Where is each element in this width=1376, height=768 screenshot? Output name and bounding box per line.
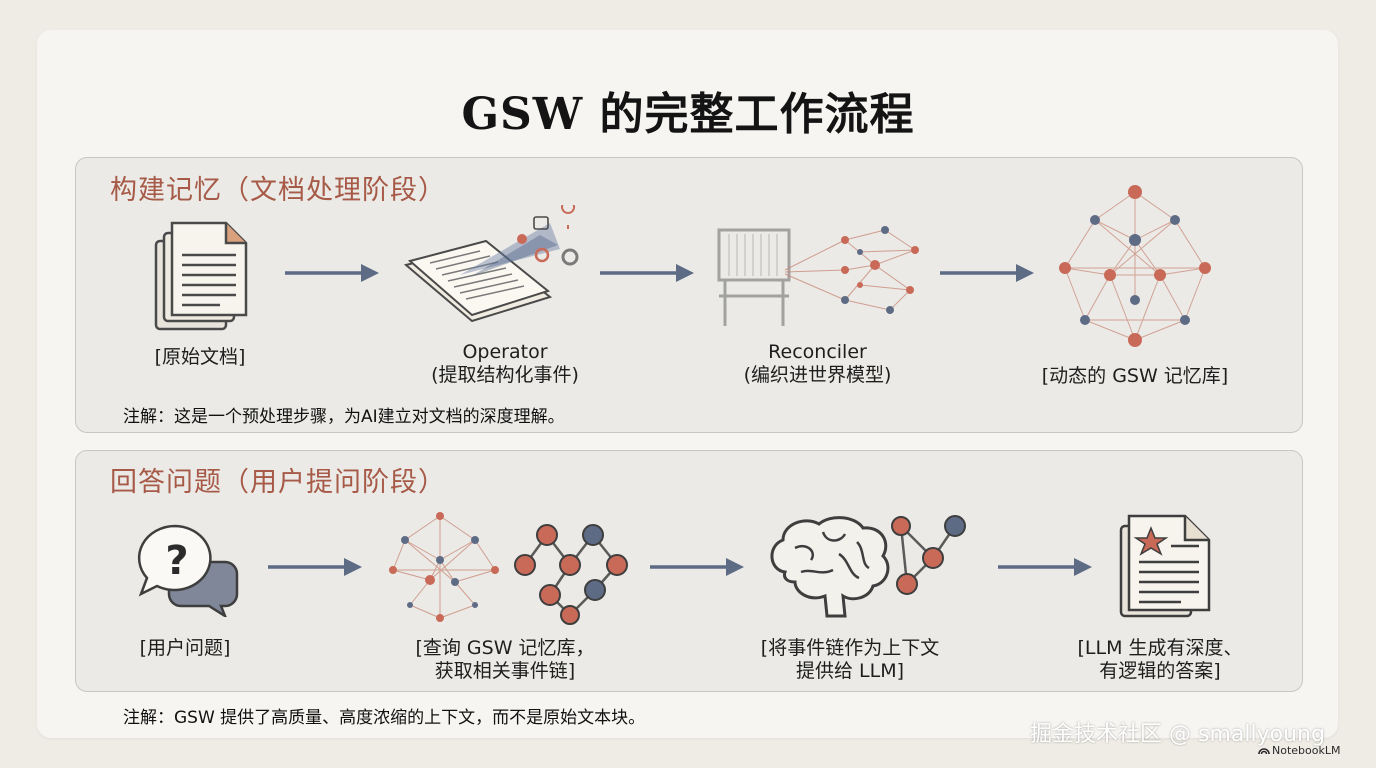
reconciler-desc: (编织进世界模型) xyxy=(743,364,892,386)
step-operator-label: Operator (提取结构化事件) xyxy=(405,341,605,387)
answer-question-title: 回答问题（用户提问阶段） xyxy=(110,467,446,498)
flow-arrow xyxy=(600,264,694,282)
flow-arrow xyxy=(940,264,1034,282)
answer-document-icon xyxy=(1119,514,1211,618)
build-memory-note: 注解：这是一个预处理步骤，为AI建立对文档的深度理解。 xyxy=(123,407,565,427)
step-gsw-memory-label: [动态的 GSW 记忆库] xyxy=(1041,365,1229,387)
question-bubble-icon: ? xyxy=(137,524,239,617)
loom-network-icon xyxy=(717,226,919,326)
notebooklm-logo-icon xyxy=(1258,748,1270,755)
step-context-llm-label: [将事件链作为上下文 提供给 LLM] xyxy=(745,637,955,683)
context-llm-line2: 提供给 LLM] xyxy=(795,660,905,682)
page-title: GSW 的完整工作流程 xyxy=(461,89,915,140)
step-user-question-label: [用户问题] xyxy=(139,637,231,659)
context-llm-line1: [将事件链作为上下文 xyxy=(760,637,940,659)
watermark-text: 掘金技术社区 @ smallyoung xyxy=(1030,722,1325,747)
llm-answer-line1: [LLM 生成有深度、 xyxy=(1077,637,1243,659)
step-raw-document-label: [原始文档] xyxy=(154,346,246,368)
flow-arrow xyxy=(650,558,744,576)
step-query-memory-label: [查询 GSW 记忆库， 获取相关事件链] xyxy=(395,637,615,683)
answer-question-panel xyxy=(75,450,1303,692)
document-stack-icon xyxy=(154,221,248,331)
svg-text:?: ? xyxy=(165,538,188,584)
step-llm-answer-label: [LLM 生成有深度、 有逻辑的答案] xyxy=(1060,637,1260,683)
query-memory-line2: 获取相关事件链] xyxy=(434,660,576,682)
flow-arrow xyxy=(268,558,362,576)
brain-chain-icon xyxy=(770,515,966,618)
network-query-icon xyxy=(389,512,628,625)
answer-question-note: 注解：GSW 提供了高质量、高度浓缩的上下文，而不是原始文本块。 xyxy=(123,708,646,728)
step-reconciler-label: Reconciler (编织进世界模型) xyxy=(715,341,920,387)
build-memory-title: 构建记忆（文档处理阶段） xyxy=(110,175,446,206)
operator-name: Operator xyxy=(462,341,548,363)
operator-desc: (提取结构化事件) xyxy=(431,364,579,386)
flow-arrow xyxy=(285,264,379,282)
knowledge-network-icon xyxy=(1059,185,1211,347)
notebooklm-brand: NotebookLM xyxy=(1272,744,1341,757)
llm-answer-line2: 有逻辑的答案] xyxy=(1099,660,1221,682)
flow-arrow xyxy=(998,558,1092,576)
reconciler-name: Reconciler xyxy=(768,341,867,363)
document-extraction-icon xyxy=(403,205,579,323)
query-memory-line1: [查询 GSW 记忆库， xyxy=(415,637,595,659)
